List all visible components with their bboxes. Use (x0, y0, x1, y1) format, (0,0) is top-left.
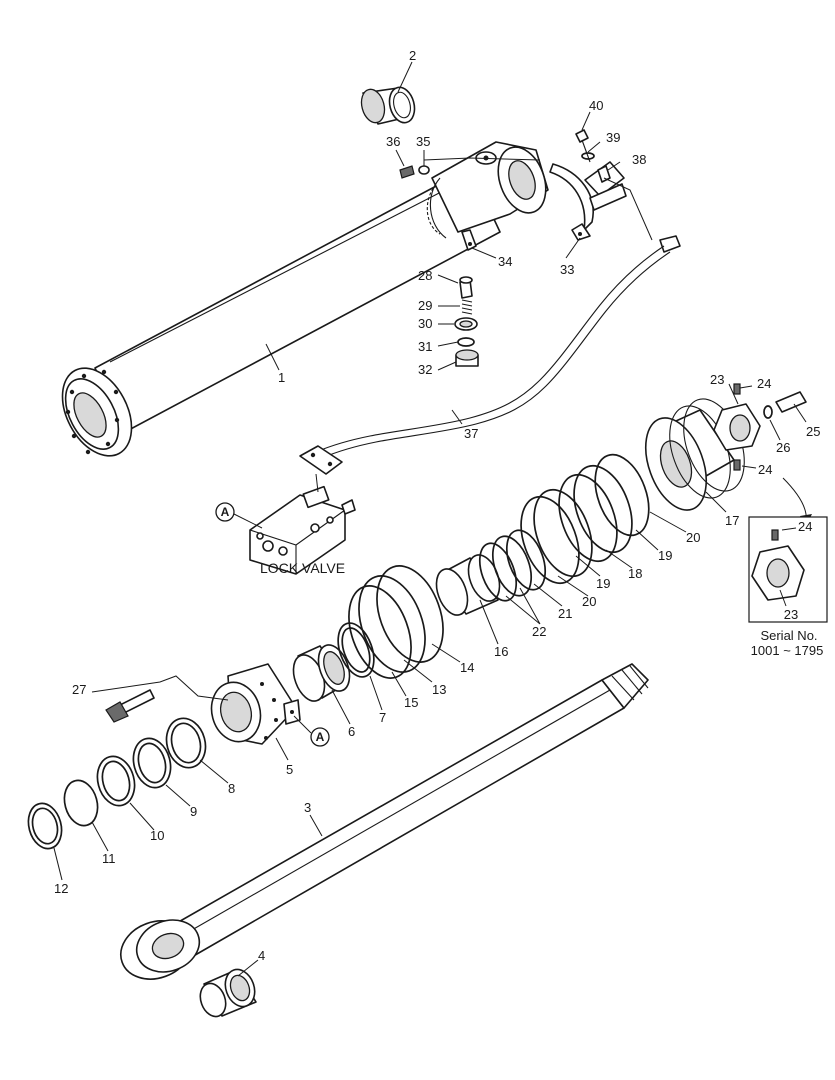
callout-24-top: 24 (757, 376, 771, 391)
reference-marker-a-bottom (310, 727, 330, 747)
callout-22: 22 (532, 624, 546, 639)
callout-21: 21 (558, 606, 572, 621)
rod-gland (210, 663, 301, 745)
callout-35: 35 (416, 134, 430, 149)
inset-serial-range: 1001 ~ 1795 (751, 643, 824, 658)
callout-18: 18 (628, 566, 642, 581)
inset-callout-24: 24 (798, 519, 812, 534)
check-valve-parts (399, 129, 595, 367)
lock-valve-caption: LOCK VALVE (260, 560, 345, 576)
callout-20-lower: 20 (582, 594, 596, 609)
callout-16: 16 (494, 644, 508, 659)
bushing-bottom (199, 968, 257, 1018)
piston-seals (292, 565, 444, 702)
callout-25: 25 (806, 424, 820, 439)
callout-4: 4 (258, 948, 265, 963)
callout-8: 8 (228, 781, 235, 796)
callout-10: 10 (150, 828, 164, 843)
hydraulic-pipe (299, 235, 681, 475)
callout-28: 28 (418, 268, 432, 283)
rod-seals (27, 717, 207, 850)
bushing-top (360, 86, 416, 125)
callout-9: 9 (190, 804, 197, 819)
serial-inset (748, 477, 828, 623)
callout-11: 11 (102, 851, 116, 866)
callout-3: 3 (304, 800, 311, 815)
callout-24-bottom: 24 (758, 462, 772, 477)
callout-37: 37 (464, 426, 478, 441)
callout-17: 17 (725, 513, 739, 528)
callout-13: 13 (432, 682, 446, 697)
piston-rod (120, 663, 649, 980)
callout-12: 12 (54, 881, 68, 896)
callout-31: 31 (418, 339, 432, 354)
callout-27: 27 (72, 682, 86, 697)
callout-36: 36 (386, 134, 400, 149)
callout-38: 38 (632, 152, 646, 167)
piston-parts (435, 398, 745, 616)
callout-23: 23 (710, 372, 724, 387)
callout-26: 26 (776, 440, 790, 455)
callout-14: 14 (460, 660, 474, 675)
callout-32: 32 (418, 362, 432, 377)
callout-40: 40 (589, 98, 603, 113)
callout-6: 6 (348, 724, 355, 739)
callout-19-lower: 19 (596, 576, 610, 591)
callout-15: 15 (404, 695, 418, 710)
inset-callout-23: 23 (784, 607, 798, 622)
reference-marker-a-top-label: A (221, 505, 230, 519)
callout-5: 5 (286, 762, 293, 777)
inset-serial-label: Serial No. (760, 628, 817, 643)
callout-34: 34 (498, 254, 512, 269)
callout-labels: 1 2 3 4 5 6 7 8 9 10 11 12 13 14 15 16 1… (54, 48, 820, 963)
callout-2: 2 (409, 48, 416, 63)
callout-39: 39 (606, 130, 620, 145)
cylinder-tube (61, 141, 549, 457)
reference-marker-a-bottom-label: A (316, 730, 325, 744)
piston-nut-assembly (713, 383, 807, 471)
callout-19-upper: 19 (658, 548, 672, 563)
reference-marker-a-top (215, 502, 235, 522)
lock-valve (249, 485, 356, 575)
callout-1: 1 (278, 370, 285, 385)
pipe-clamp-assembly (461, 161, 627, 251)
callout-7: 7 (379, 710, 386, 725)
callout-29: 29 (418, 298, 432, 313)
callout-20-upper: 20 (686, 530, 700, 545)
callout-30: 30 (418, 316, 432, 331)
callout-33: 33 (560, 262, 574, 277)
leader-lines (53, 61, 807, 977)
socket-bolt (105, 689, 155, 723)
